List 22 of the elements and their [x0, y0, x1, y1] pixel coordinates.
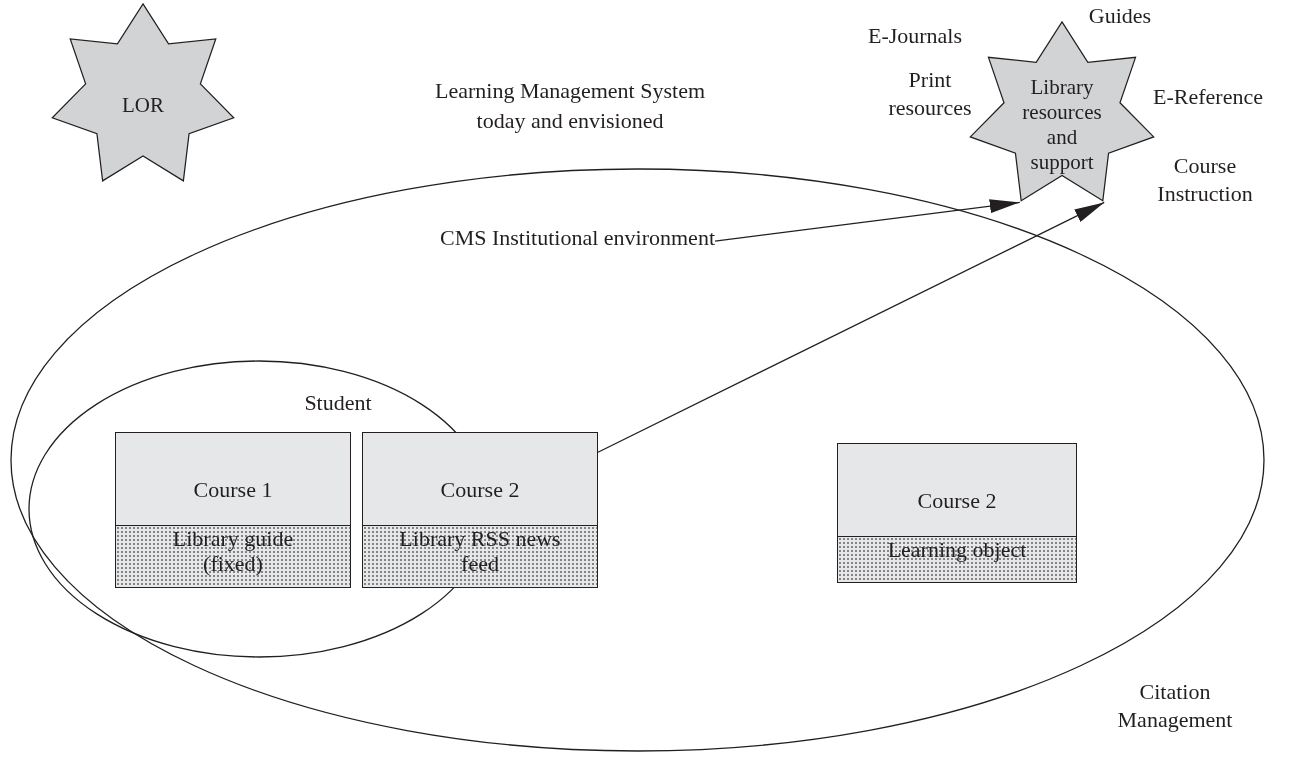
course-resource-label: Library guide (fixed)	[171, 526, 295, 577]
arrow	[597, 201, 1105, 453]
resource-label: E-Journals	[866, 22, 964, 50]
star-label: Library resources and support	[1021, 74, 1103, 176]
arrow	[714, 199, 1021, 242]
connector-source-text: CMS Institutional environment	[440, 224, 715, 252]
resource-label: E-Reference	[1152, 83, 1264, 111]
course-title: Course 2	[917, 486, 997, 515]
resource-label: Guides	[1087, 2, 1153, 30]
course-box	[362, 432, 598, 588]
star-label: LOR	[121, 93, 165, 119]
region-heading: Learning Management System today and envisioned	[433, 77, 706, 135]
course-resource-label: Library RSS news feed	[398, 526, 562, 577]
resource-label: Citation Management	[1116, 678, 1234, 733]
resource-label: Course Instruction	[1156, 152, 1254, 207]
resource-label: Print resources	[887, 66, 973, 121]
course-title: Course 2	[440, 475, 520, 504]
region-heading: Student	[303, 389, 373, 417]
course-box	[837, 443, 1077, 583]
course-title: Course 1	[193, 475, 273, 504]
course-box	[115, 432, 351, 588]
course-resource-label: Learning object	[887, 537, 1027, 563]
